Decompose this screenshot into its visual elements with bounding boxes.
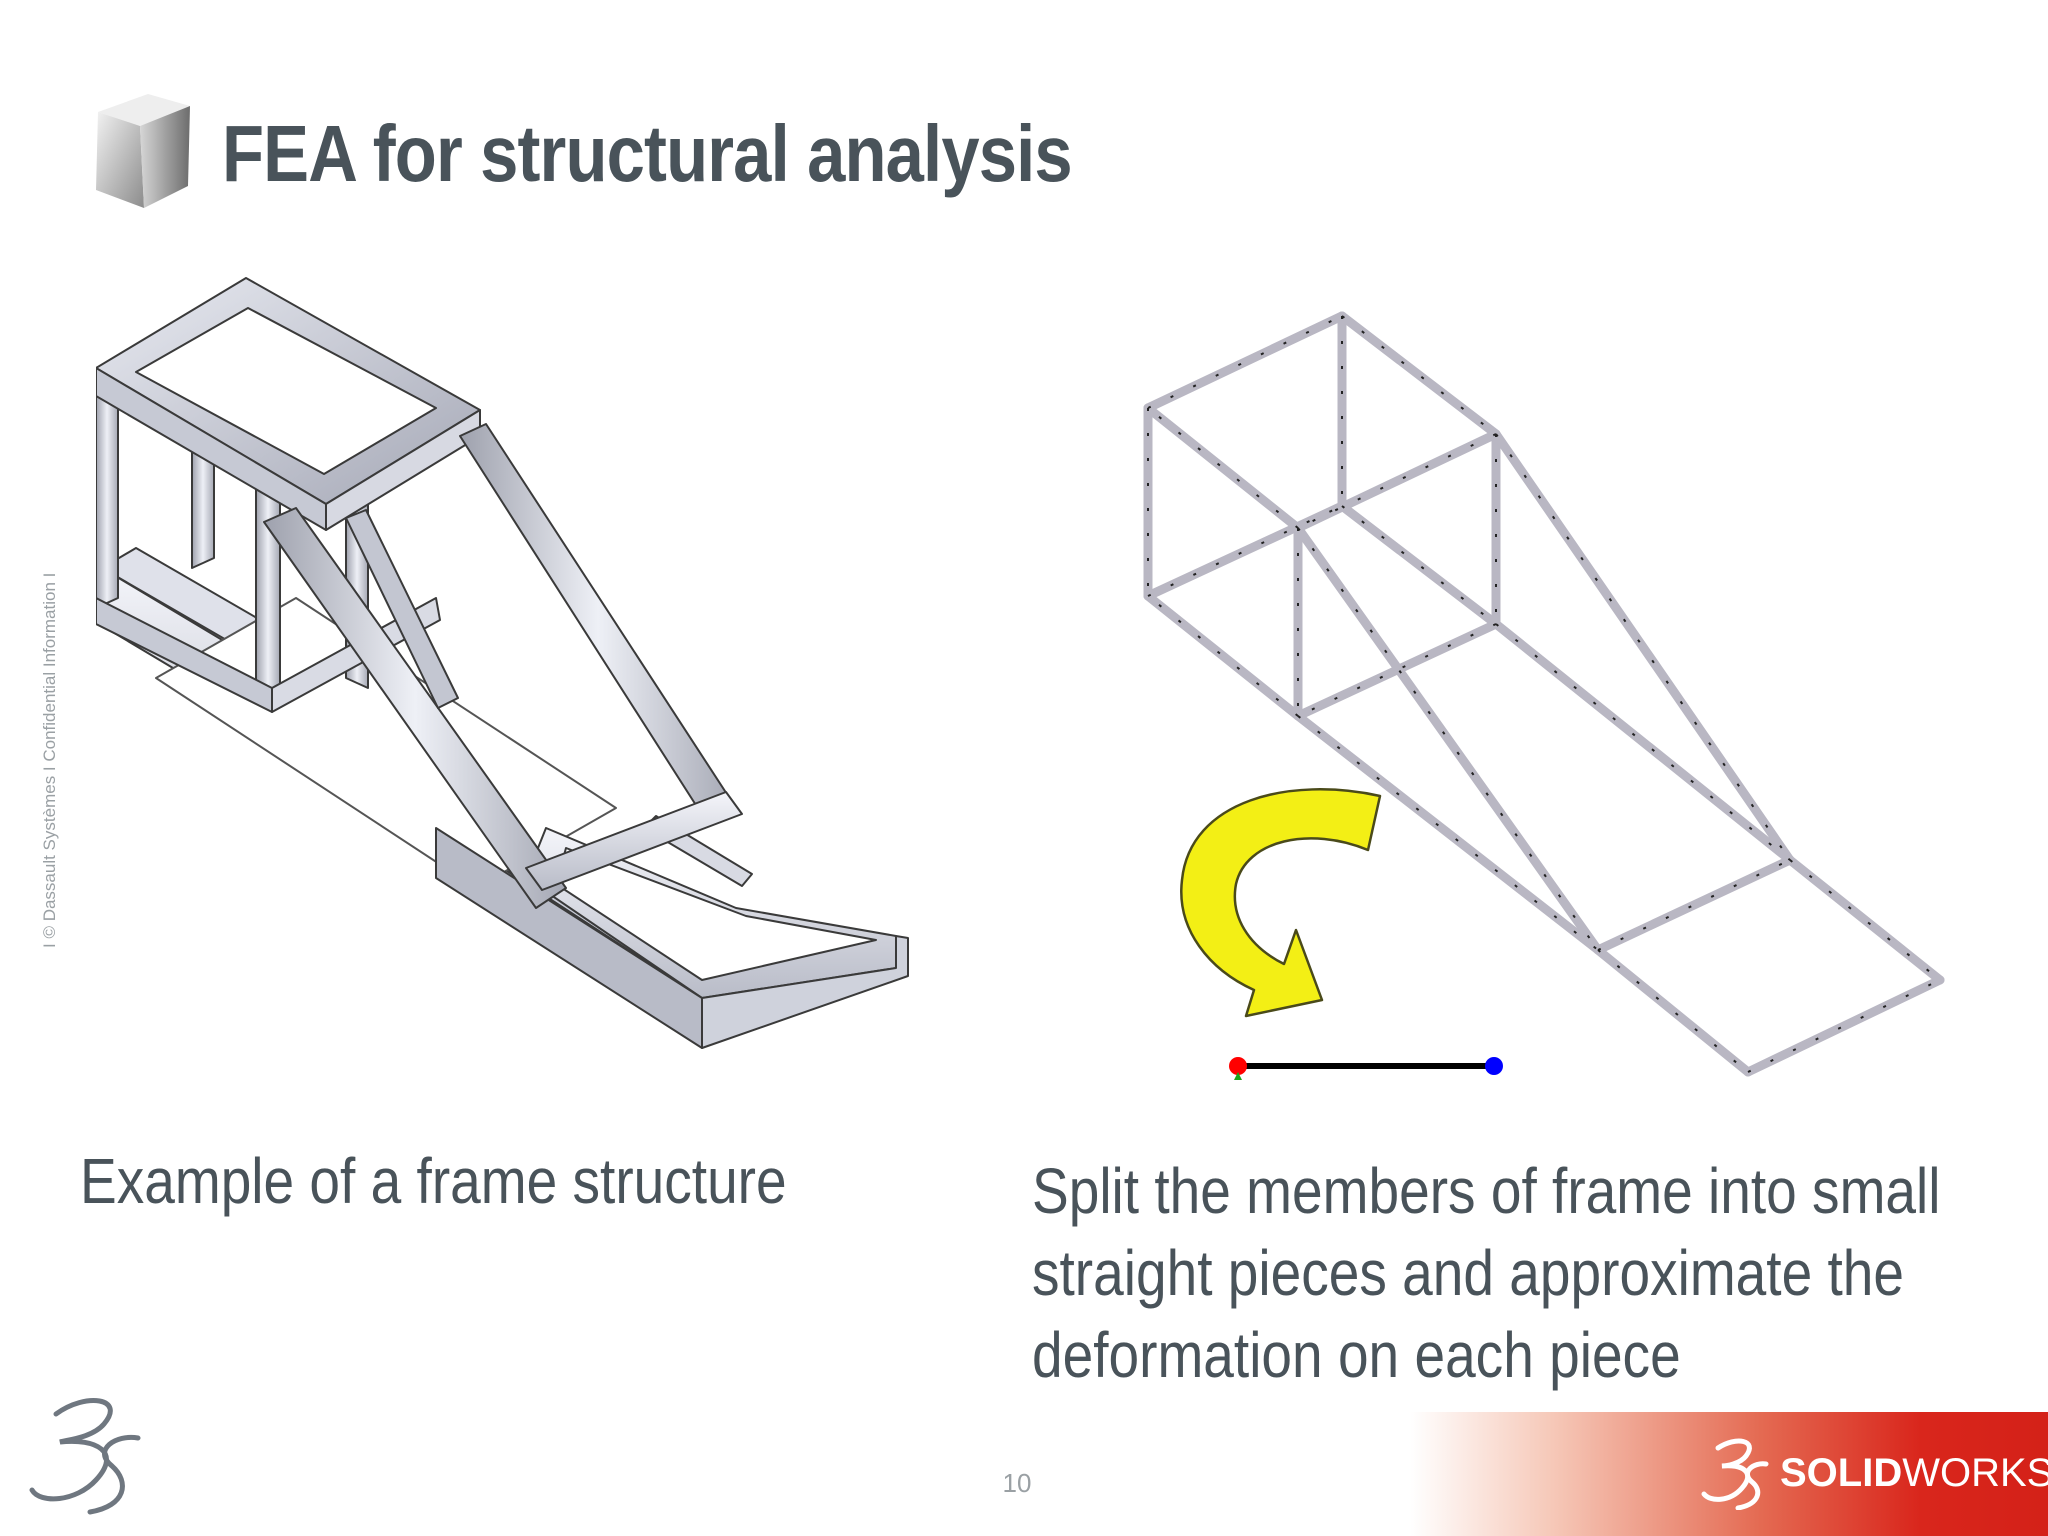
solidworks-3ds-icon	[1701, 1438, 1769, 1510]
start-node	[1229, 1057, 1247, 1075]
discretized-frame-figure	[1143, 311, 1945, 1077]
solidworks-logo: SOLIDWORKS	[1700, 1436, 2048, 1510]
footer-brand-band	[1410, 1412, 2048, 1536]
confidential-note: I © Dassault Systèmes I Confidential Inf…	[40, 572, 59, 948]
page-number: 10	[1002, 1468, 1032, 1498]
3ds-logo-icon	[29, 1398, 141, 1515]
caption-frame-structure: Example of a frame structure	[80, 1145, 787, 1217]
wordmark-bold: SOLID	[1780, 1450, 1903, 1495]
wordmark-light: WORKS	[1902, 1450, 2048, 1495]
caption-split-members: Split the members of frame into small st…	[1032, 1155, 1941, 1391]
slide-title: FEA for structural analysis	[222, 109, 1073, 198]
frame-structure-figure	[96, 277, 909, 1049]
node-axis-marker	[1234, 1072, 1242, 1080]
curved-arrow-icon	[1180, 788, 1382, 1018]
cube-icon	[96, 94, 190, 208]
beam-element-diagram	[1180, 788, 1503, 1080]
solidworks-wordmark: SOLIDWORKS	[1780, 1451, 2048, 1496]
end-node	[1485, 1057, 1503, 1075]
